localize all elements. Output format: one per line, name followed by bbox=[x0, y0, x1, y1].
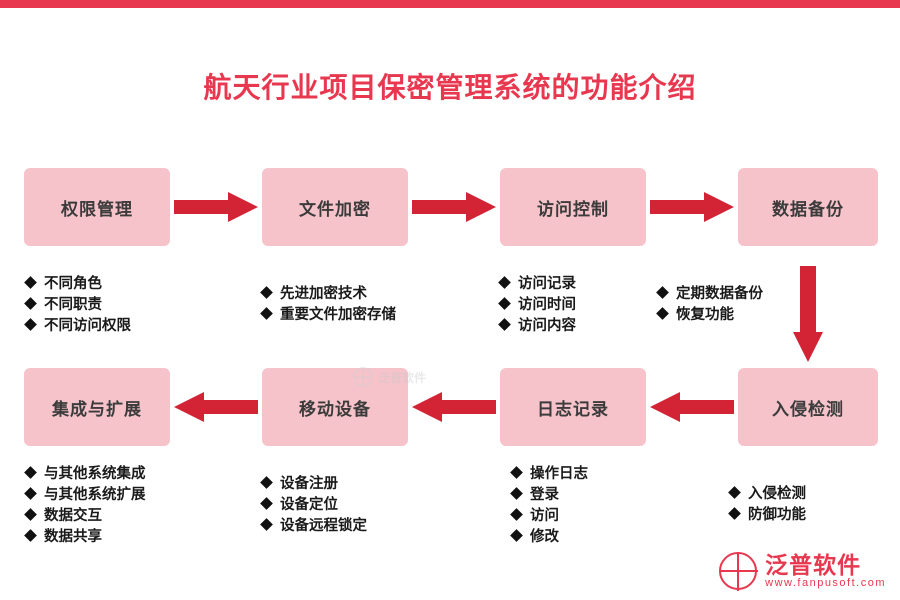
bullet-item: 操作日志 bbox=[510, 464, 588, 485]
brand-logo: 泛普软件 www.fanpusoft.com bbox=[718, 551, 886, 591]
diamond-bullet-icon bbox=[260, 476, 273, 489]
node-box-permission: 权限管理 bbox=[24, 168, 170, 246]
brand-url: www.fanpusoft.com bbox=[765, 576, 886, 589]
brand-name-cn: 泛普软件 bbox=[765, 551, 862, 578]
diamond-bullet-icon bbox=[24, 529, 37, 542]
node-box-integration: 集成与扩展 bbox=[24, 368, 170, 446]
diamond-bullet-icon bbox=[260, 307, 273, 320]
diamond-bullet-icon bbox=[498, 297, 511, 310]
bullet-item: 访问记录 bbox=[498, 274, 576, 295]
bullet-list-access-control: 访问记录 访问时间 访问内容 bbox=[498, 274, 576, 337]
bullet-item: 登录 bbox=[510, 485, 588, 506]
diamond-bullet-icon bbox=[728, 507, 741, 520]
bullet-list-data-backup: 定期数据备份 恢复功能 bbox=[656, 284, 763, 326]
bullet-item: 访问 bbox=[510, 506, 588, 527]
diamond-bullet-icon bbox=[510, 466, 523, 479]
globe-icon bbox=[718, 551, 758, 591]
arrow-right-icon bbox=[650, 192, 734, 222]
diamond-bullet-icon bbox=[510, 508, 523, 521]
diamond-bullet-icon bbox=[656, 307, 669, 320]
node-label: 访问控制 bbox=[537, 199, 609, 219]
bullet-item: 设备注册 bbox=[260, 474, 367, 495]
node-label: 数据备份 bbox=[772, 199, 844, 219]
diamond-bullet-icon bbox=[24, 276, 37, 289]
bullet-item: 与其他系统集成 bbox=[24, 464, 146, 485]
bullet-item: 修改 bbox=[510, 527, 588, 548]
bullet-item: 不同访问权限 bbox=[24, 316, 131, 337]
diamond-bullet-icon bbox=[728, 486, 741, 499]
arrow-right-icon bbox=[174, 192, 258, 222]
bullet-item: 定期数据备份 bbox=[656, 284, 763, 305]
diamond-bullet-icon bbox=[498, 276, 511, 289]
top-accent-bar bbox=[0, 0, 900, 8]
node-box-mobile-device: 移动设备 bbox=[262, 368, 408, 446]
node-label: 日志记录 bbox=[537, 399, 609, 419]
node-label: 入侵检测 bbox=[772, 399, 844, 419]
arrow-right-icon bbox=[412, 192, 496, 222]
diamond-bullet-icon bbox=[260, 518, 273, 531]
bullet-item: 设备定位 bbox=[260, 495, 367, 516]
arrow-left-icon bbox=[412, 392, 496, 422]
diamond-bullet-icon bbox=[510, 487, 523, 500]
bullet-item: 设备远程锁定 bbox=[260, 516, 367, 537]
bullet-item: 防御功能 bbox=[728, 505, 806, 526]
bullet-list-permission: 不同角色 不同职责 不同访问权限 bbox=[24, 274, 131, 337]
node-label: 文件加密 bbox=[299, 199, 371, 219]
bullet-item: 访问内容 bbox=[498, 316, 576, 337]
diamond-bullet-icon bbox=[498, 318, 511, 331]
diamond-bullet-icon bbox=[24, 508, 37, 521]
arrow-left-icon bbox=[650, 392, 734, 422]
bullet-list-integration: 与其他系统集成 与其他系统扩展 数据交互 数据共享 bbox=[24, 464, 146, 548]
bullet-list-mobile-device: 设备注册 设备定位 设备远程锁定 bbox=[260, 474, 367, 537]
bullet-list-intrusion-detection: 入侵检测 防御功能 bbox=[728, 484, 806, 526]
node-label: 权限管理 bbox=[61, 199, 133, 219]
page-title: 航天行业项目保密管理系统的功能介绍 bbox=[203, 72, 697, 103]
node-box-access-control: 访问控制 bbox=[500, 168, 646, 246]
bullet-item: 数据共享 bbox=[24, 527, 146, 548]
bullet-item: 先进加密技术 bbox=[260, 284, 396, 305]
diamond-bullet-icon bbox=[260, 497, 273, 510]
diamond-bullet-icon bbox=[24, 318, 37, 331]
bullet-item: 不同角色 bbox=[24, 274, 131, 295]
bullet-item: 访问时间 bbox=[498, 295, 576, 316]
bullet-item: 不同职责 bbox=[24, 295, 131, 316]
diamond-bullet-icon bbox=[656, 286, 669, 299]
bullet-item: 入侵检测 bbox=[728, 484, 806, 505]
diamond-bullet-icon bbox=[24, 297, 37, 310]
node-label: 移动设备 bbox=[299, 399, 371, 419]
arrow-down-icon bbox=[793, 266, 823, 362]
node-box-file-encryption: 文件加密 bbox=[262, 168, 408, 246]
node-box-log-record: 日志记录 bbox=[500, 368, 646, 446]
diamond-bullet-icon bbox=[24, 466, 37, 479]
arrow-left-icon bbox=[174, 392, 258, 422]
bullet-item: 重要文件加密存储 bbox=[260, 305, 396, 326]
diamond-bullet-icon bbox=[510, 529, 523, 542]
bullet-list-file-encryption: 先进加密技术 重要文件加密存储 bbox=[260, 284, 396, 326]
diamond-bullet-icon bbox=[260, 286, 273, 299]
node-box-data-backup: 数据备份 bbox=[738, 168, 878, 246]
node-label: 集成与扩展 bbox=[52, 399, 142, 419]
bullet-item: 数据交互 bbox=[24, 506, 146, 527]
node-box-intrusion-detection: 入侵检测 bbox=[738, 368, 878, 446]
bullet-item: 与其他系统扩展 bbox=[24, 485, 146, 506]
bullet-item: 恢复功能 bbox=[656, 305, 763, 326]
diamond-bullet-icon bbox=[24, 487, 37, 500]
bullet-list-log-record: 操作日志 登录 访问 修改 bbox=[510, 464, 588, 548]
